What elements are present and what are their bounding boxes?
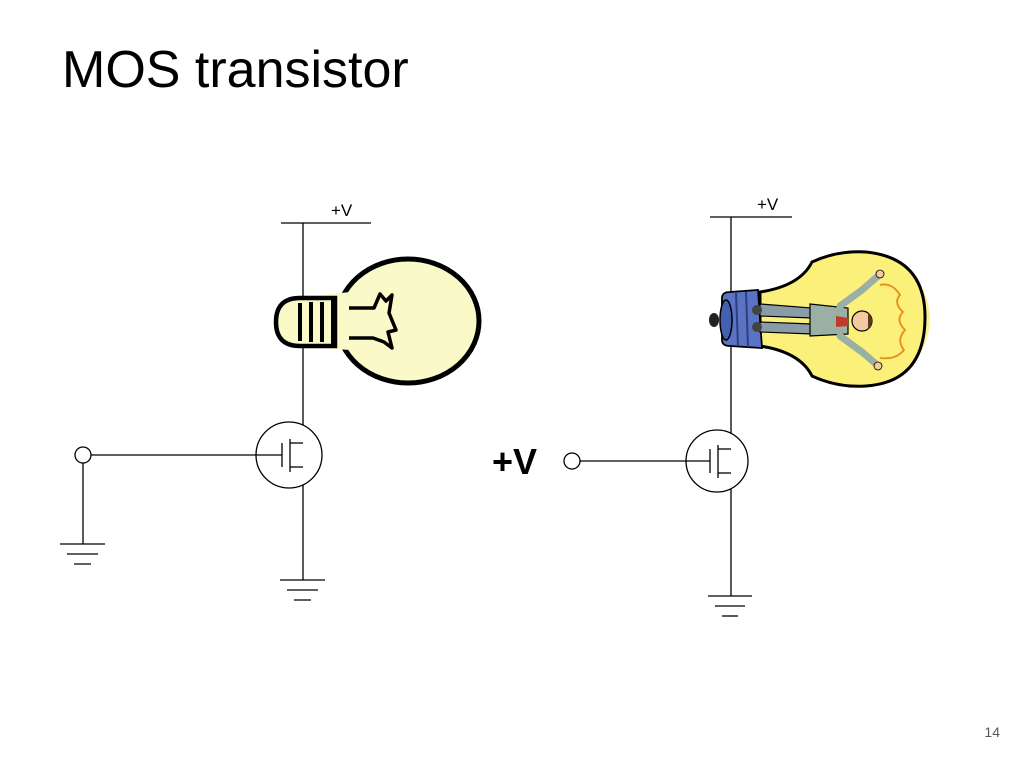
right-gate-voltage-label: +V (492, 441, 537, 482)
left-input-terminal (74, 446, 92, 464)
left-supply-label: +V (331, 201, 353, 220)
right-mosfet-icon (685, 429, 749, 493)
right-circuit: +V (492, 195, 930, 617)
right-input-terminal (563, 452, 581, 470)
slide-title: MOS transistor (62, 41, 409, 99)
right-source-ground-icon (708, 595, 752, 617)
light-bulb-on-person-icon (709, 250, 930, 388)
left-source-ground-icon (280, 579, 325, 601)
right-supply-label: +V (757, 195, 779, 214)
left-circuit: +V (60, 201, 482, 601)
page-number: 14 (984, 724, 1000, 740)
light-bulb-off-icon (273, 256, 482, 386)
left-input-ground-icon (60, 543, 105, 565)
